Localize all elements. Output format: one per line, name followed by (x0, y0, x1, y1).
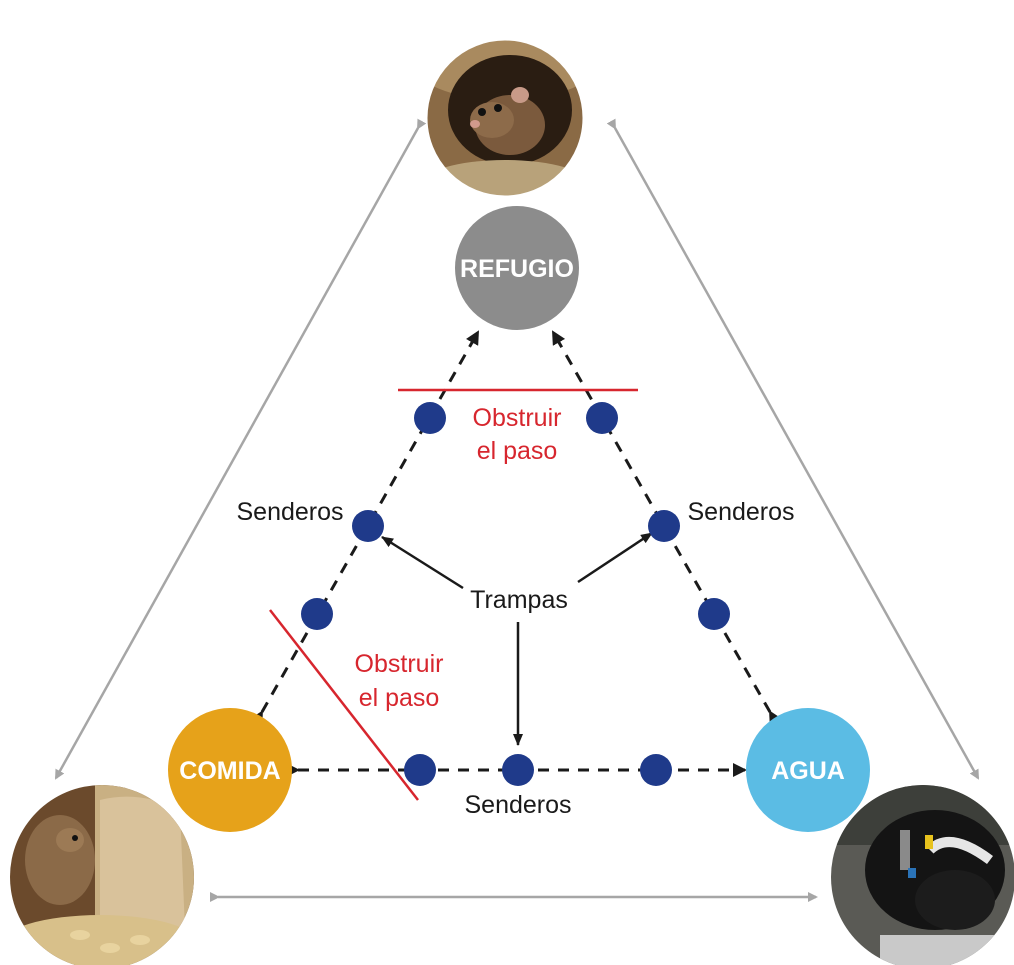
path-line-comida-refugio (249, 330, 480, 726)
trap-dot (502, 754, 534, 786)
outer-arrow-right (606, 118, 980, 780)
path-line-agua-refugio (551, 330, 783, 726)
trap-dot (301, 598, 333, 630)
node-refugio: REFUGIO (455, 206, 579, 330)
obstruir-left-line1: Obstruir (355, 650, 444, 678)
trap-dot (414, 402, 446, 434)
trampas-arrow-right (577, 531, 653, 584)
trampas-label: Trampas (470, 586, 568, 614)
node-comida: COMIDA (168, 708, 292, 832)
senderos-left-label: Senderos (236, 498, 343, 526)
obstruction-line-left (269, 609, 419, 801)
senderos-bottom-label: Senderos (464, 791, 571, 819)
obstruir-top-line2: el paso (477, 437, 558, 465)
trampas-arrow-left (381, 535, 464, 590)
trap-dot (640, 754, 672, 786)
trap-dot (404, 754, 436, 786)
trap-dot (648, 510, 680, 542)
obstruir-top-line1: Obstruir (473, 404, 562, 432)
trap-dot (352, 510, 384, 542)
mouse-grain-photo (10, 785, 194, 965)
node-comida-label: COMIDA (179, 757, 280, 785)
node-agua: AGUA (746, 708, 870, 832)
outer-arrow-left (54, 118, 427, 780)
obstruir-left-line2: el paso (359, 684, 440, 712)
rat-burrow-photo (427, 40, 583, 196)
node-refugio-label: REFUGIO (460, 255, 574, 283)
senderos-right-label: Senderos (687, 498, 794, 526)
cows-trough-photo (831, 785, 1014, 965)
node-agua-label: AGUA (771, 757, 845, 785)
trap-dot (586, 402, 618, 434)
rat-photo-frame (426, 39, 584, 197)
trap-dot (698, 598, 730, 630)
